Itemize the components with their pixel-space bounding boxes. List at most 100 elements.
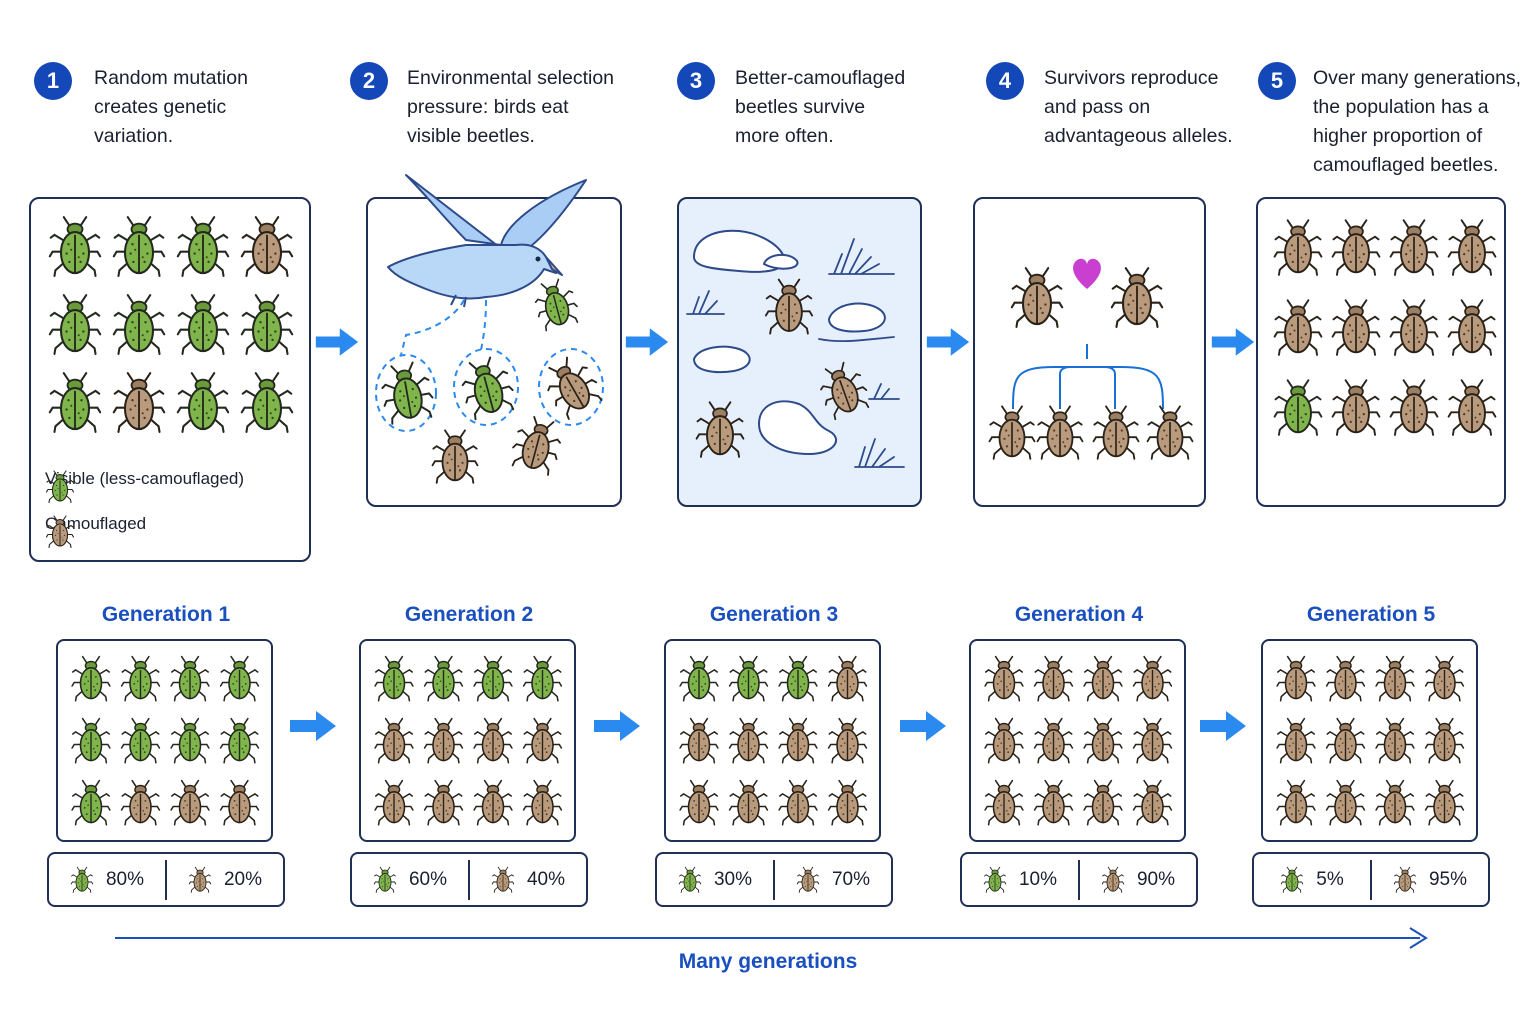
generation-title: Generation 5 bbox=[1306, 603, 1436, 626]
selection-circle bbox=[453, 348, 519, 426]
camouflaged-beetle-icon bbox=[1389, 219, 1439, 276]
camouflaged-beetle-icon bbox=[1447, 299, 1497, 356]
camouflaged-beetle-icon bbox=[1393, 865, 1417, 895]
visible-beetle-icon bbox=[48, 216, 102, 278]
visible-beetle-icon bbox=[176, 216, 230, 278]
step-4-text: Survivors reproduce and pass on advantag… bbox=[1044, 67, 1233, 147]
visible-percent: 10% bbox=[1018, 868, 1058, 890]
legend-visible-label: Visible (less-camouflaged) bbox=[45, 469, 245, 488]
camouflaged-beetle-icon bbox=[1375, 717, 1415, 764]
generation-frequency-box: 80% 20% bbox=[47, 852, 285, 907]
offspring-beetle bbox=[1036, 405, 1084, 460]
timeline-label: Many generations bbox=[678, 950, 858, 973]
generation-frequency-box: 10% 90% bbox=[960, 852, 1198, 907]
generation-population-box bbox=[359, 639, 576, 842]
generation-title: Generation 3 bbox=[709, 603, 839, 626]
visible-beetle-icon bbox=[112, 216, 166, 278]
visible-percent: 80% bbox=[105, 868, 145, 890]
arrow-right-icon bbox=[1210, 325, 1256, 359]
generation-population-box bbox=[56, 639, 273, 842]
divider bbox=[1370, 859, 1372, 900]
camouflaged-beetle-icon bbox=[1132, 655, 1173, 702]
arrow-right-icon bbox=[925, 325, 971, 359]
camouflaged-beetle-icon bbox=[170, 779, 210, 826]
visible-percent: 30% bbox=[713, 868, 753, 890]
selection-circle bbox=[538, 348, 604, 426]
camouflaged-beetle-icon bbox=[1276, 655, 1316, 702]
camouflaged-beetle-icon bbox=[219, 779, 260, 826]
visible-beetle-icon bbox=[71, 779, 111, 826]
visible-frequency: 5% bbox=[1254, 854, 1370, 905]
arrow-right-icon bbox=[592, 708, 642, 744]
camouflaged-frequency: 95% bbox=[1372, 854, 1488, 905]
generation-population-box bbox=[969, 639, 1186, 842]
rock bbox=[828, 302, 886, 333]
camouflaged-beetle-icon bbox=[1273, 299, 1323, 356]
visible-beetle-icon bbox=[176, 372, 230, 434]
arrow-right-icon bbox=[624, 325, 670, 359]
habitat-scene bbox=[686, 229, 905, 468]
reproduction-scene bbox=[988, 258, 1194, 460]
arrow-right-icon bbox=[898, 708, 948, 744]
beetle-grid bbox=[679, 655, 868, 826]
divider bbox=[468, 859, 470, 900]
camouflaged-beetle-icon bbox=[728, 779, 769, 826]
visible-beetle-icon bbox=[423, 655, 464, 702]
visible-beetle-icon bbox=[120, 655, 161, 702]
camouflaged-beetle-icon bbox=[1331, 219, 1381, 276]
visible-beetle-icon bbox=[473, 655, 513, 702]
step-3-number: 3 bbox=[677, 62, 715, 100]
camouflaged-beetle-icon bbox=[522, 779, 563, 826]
camouflaged-beetle-icon bbox=[764, 278, 814, 335]
beetle-grid bbox=[374, 655, 563, 826]
selection-circle bbox=[375, 354, 437, 432]
camouflaged-beetle-icon bbox=[1132, 717, 1173, 764]
camouflaged-beetle-icon bbox=[1033, 717, 1074, 764]
camouflaged-beetle-icon bbox=[491, 865, 515, 895]
panel-final-population bbox=[1256, 197, 1506, 507]
visible-beetle-icon bbox=[455, 353, 519, 422]
step-5-number: 5 bbox=[1258, 62, 1296, 100]
visible-beetle-icon bbox=[71, 717, 111, 764]
generation-frequency-box: 5%95% bbox=[1252, 852, 1490, 907]
camouflaged-beetle-icon bbox=[120, 779, 161, 826]
camouflaged-beetle-icon bbox=[1101, 865, 1125, 895]
visible-beetle-icon bbox=[45, 469, 75, 505]
camouflaged-beetle-icon bbox=[984, 717, 1024, 764]
camouflaged-beetle-icon bbox=[1447, 219, 1497, 276]
camouflaged-beetle-icon bbox=[1389, 299, 1439, 356]
visible-beetle-icon bbox=[1273, 379, 1323, 436]
camouflaged-beetle-icon bbox=[1325, 655, 1366, 702]
visible-beetle-icon bbox=[240, 372, 294, 434]
camouflaged-beetle-icon bbox=[1447, 379, 1497, 436]
camouflaged-percent: 20% bbox=[223, 868, 263, 890]
camouflaged-frequency: 40% bbox=[470, 854, 586, 905]
step-2-text: Environmental selection pressure: birds … bbox=[407, 67, 615, 147]
visible-beetle-icon bbox=[373, 865, 397, 895]
camouflaged-percent: 90% bbox=[1136, 868, 1176, 890]
visible-beetle-icon bbox=[176, 294, 230, 356]
visible-frequency: 30% bbox=[657, 854, 773, 905]
camouflaged-beetle-icon bbox=[431, 429, 479, 484]
visible-beetle-icon bbox=[522, 655, 563, 702]
camouflaged-percent: 70% bbox=[831, 868, 871, 890]
divider bbox=[1078, 859, 1080, 900]
camouflaged-beetle-icon bbox=[778, 717, 818, 764]
grass bbox=[854, 438, 905, 468]
bird-scene bbox=[375, 174, 607, 484]
camouflaged-beetle-icon bbox=[507, 412, 567, 477]
visible-beetle-icon bbox=[70, 865, 94, 895]
step-2-number: 2 bbox=[350, 62, 388, 100]
camouflaged-beetle-icon bbox=[728, 717, 769, 764]
camouflaged-beetle-icon bbox=[1083, 779, 1123, 826]
visible-frequency: 10% bbox=[962, 854, 1078, 905]
camouflaged-beetle-icon bbox=[374, 717, 414, 764]
camouflaged-beetle-icon bbox=[1276, 717, 1316, 764]
camouflaged-beetle-icon bbox=[1325, 779, 1366, 826]
camouflaged-beetle-icon bbox=[423, 717, 464, 764]
arrow-right-icon bbox=[1198, 708, 1248, 744]
camouflaged-beetle-icon bbox=[984, 655, 1024, 702]
visible-beetle-icon bbox=[1280, 865, 1304, 895]
camouflaged-beetle-icon bbox=[827, 655, 868, 702]
camouflaged-beetle-icon bbox=[1424, 779, 1465, 826]
